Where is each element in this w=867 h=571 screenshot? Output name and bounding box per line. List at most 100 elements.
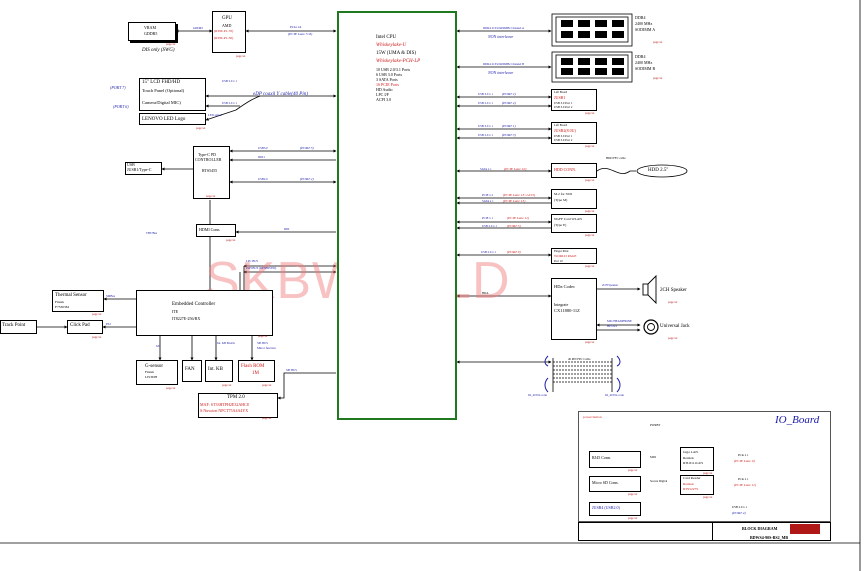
ec-ps2: PS2	[106, 322, 111, 326]
hdd-lane: (PCIE Lane 10)	[504, 167, 527, 171]
page-tag-gsensor: page xx	[166, 386, 176, 390]
ec-part-1: ITE	[172, 309, 179, 314]
page-tag-wlan: page xx	[585, 233, 595, 237]
page-tag-vram: page xx	[166, 42, 176, 46]
thermal-line-2: Fintek	[55, 300, 64, 304]
typec-bus-2: DDI1	[258, 155, 265, 159]
cpu-line-3: Whiskeylake-PCH-LP	[376, 59, 421, 64]
lcd-port-6: (PORT 6)	[113, 104, 129, 109]
lcd-block[interactable]	[139, 78, 206, 111]
rj45-block[interactable]	[589, 451, 641, 468]
typec-bus-3: USB2.0	[258, 177, 268, 181]
lcd-line-1: 15" LCD FHD/HD	[142, 80, 181, 85]
card-line-2: Realtek	[683, 482, 694, 486]
usb-left-block[interactable]	[551, 89, 597, 111]
audio-codec-block[interactable]	[551, 278, 597, 340]
embedded-controller-block[interactable]	[136, 290, 273, 336]
flash-line-1: Flash ROM	[241, 364, 265, 369]
typec-pd-block[interactable]	[193, 146, 230, 199]
dis-only-label: DIS only (SWG)	[142, 48, 175, 53]
page-tag-rj45: page xx	[628, 468, 638, 472]
cpu-block[interactable]	[337, 11, 457, 420]
card-line-1: Card Reader	[683, 476, 701, 480]
usb-right-bus-1: USB 3.0 x 1	[478, 124, 493, 128]
int-kb-block[interactable]	[205, 360, 233, 382]
vram-block[interactable]	[128, 22, 176, 41]
io-cable-right: IO_40 Pin conn	[605, 393, 624, 397]
usb-left-port-2: (PORT 4)	[502, 101, 516, 105]
lan-lane: (PCIE Lane 9)	[734, 459, 755, 463]
ec-i2c: I2C	[156, 344, 161, 348]
wlan-line-2: (Type E)	[554, 223, 567, 227]
ddr-a-line-3: SODIMM A	[635, 27, 656, 32]
usb-left-title: Left Board	[554, 90, 568, 94]
io-power-button-label: power button	[583, 415, 602, 419]
card-reader-block[interactable]	[680, 475, 714, 495]
jack-label: Universal Jack	[660, 324, 690, 329]
page-tag-audio: page xx	[585, 340, 595, 344]
hdd-conn-block[interactable]	[551, 163, 597, 178]
usb-right-block[interactable]	[551, 122, 597, 144]
click-pad-block[interactable]	[67, 320, 103, 334]
usb-left-port-1: (PORT 2)	[502, 92, 516, 96]
g-sensor-block[interactable]	[136, 360, 178, 385]
page-tag-jusb4: page xx	[628, 516, 638, 520]
ec-part-2: IT8227E-256/BX	[172, 316, 201, 321]
hdd-conn-label: HDD CONN.	[554, 167, 576, 172]
giga-lan-block[interactable]	[680, 447, 714, 471]
io-board-title: IO_Board	[775, 414, 820, 426]
tpm-block[interactable]	[198, 393, 278, 418]
track-point-block[interactable]	[0, 320, 37, 334]
fan-block[interactable]	[182, 360, 202, 382]
ssd-lane-2: (PCIE Lane 13)	[503, 199, 526, 203]
page-tag-typec: page xx	[206, 194, 216, 198]
ec-smb: SMBus	[106, 294, 116, 298]
usb-right-bus-2: USB 2.0 x 1	[478, 133, 493, 137]
wlan-bus-2: USB 2.0 x 1	[482, 224, 497, 228]
int-kb-label: Int. KB	[208, 367, 223, 372]
micro-sd-block[interactable]	[589, 476, 641, 492]
hdd-bus: SATA x 1	[480, 167, 492, 171]
finger-print-block[interactable]	[551, 248, 597, 264]
gpu-block[interactable]	[212, 11, 246, 53]
gpu-bus-lane: (PCIE Lane 5~8)	[288, 32, 313, 36]
gpu-bus: PCIe x4	[290, 25, 302, 29]
page-tag-sd: page xx	[628, 492, 638, 496]
ssd-block[interactable]	[551, 189, 597, 209]
ec-spi: SPI BUS	[257, 341, 268, 345]
ddr-b-note: NON interleave	[488, 70, 514, 75]
gpu-part-1: (RTM-P1-70)	[214, 29, 234, 33]
page-tag-jack: page xx	[668, 336, 678, 340]
led-logo-label: LENOVO LED Logo	[142, 117, 186, 122]
page-tag-usb-right: page xx	[585, 144, 595, 148]
ddr-a-line-2: 2400 MHz	[635, 21, 653, 26]
wlan-lane-1: (PCIE Lane 11)	[507, 216, 530, 220]
g-sensor-line-3: LIS3DH	[145, 375, 158, 379]
led-logo-block[interactable]	[139, 113, 206, 125]
wlan-block[interactable]	[551, 214, 597, 233]
jusb4-block[interactable]	[589, 502, 641, 516]
ec-kb-matrix: Int. KB Matrix	[217, 341, 235, 345]
click-pad-label: Click Pad	[70, 323, 90, 328]
ddr-b-line-2: 2400 MHz	[635, 60, 653, 65]
cpu-line-1: Whiskeylake-U	[376, 43, 407, 48]
typec-port-3: (PORT 2)	[300, 177, 314, 181]
thermal-sensor-block[interactable]	[52, 290, 104, 312]
jack-bus-1: MIC/HEADPHONE	[607, 319, 632, 323]
typec-connector-block[interactable]	[125, 162, 162, 175]
flash-rom-block[interactable]	[238, 360, 275, 382]
usb-left-line-1: USB 3.0 Port 2	[554, 105, 573, 109]
usb-left-bus-2: USB 2.0 x 1	[478, 101, 493, 105]
fan-label: FAN	[185, 367, 195, 372]
finger-line-1: Finger Print	[554, 249, 569, 253]
tpm-line-3: S:Nuvoton NPCT75A4A4YX	[200, 408, 249, 413]
ec-mirror: Mirror function	[257, 346, 276, 350]
audio-bus: HDA	[482, 291, 489, 295]
lcd-usb-a: USB 2.0 x 1	[222, 79, 237, 83]
page-tag-ec: page xx	[258, 334, 268, 338]
page-tag-lan: page xx	[703, 471, 713, 475]
page-tag-flash: page xx	[262, 383, 272, 387]
hdmi-block[interactable]	[196, 224, 236, 237]
usb-right-port-1: (PORT 1)	[502, 124, 516, 128]
jack-bus-2: HP OUT	[607, 324, 618, 328]
